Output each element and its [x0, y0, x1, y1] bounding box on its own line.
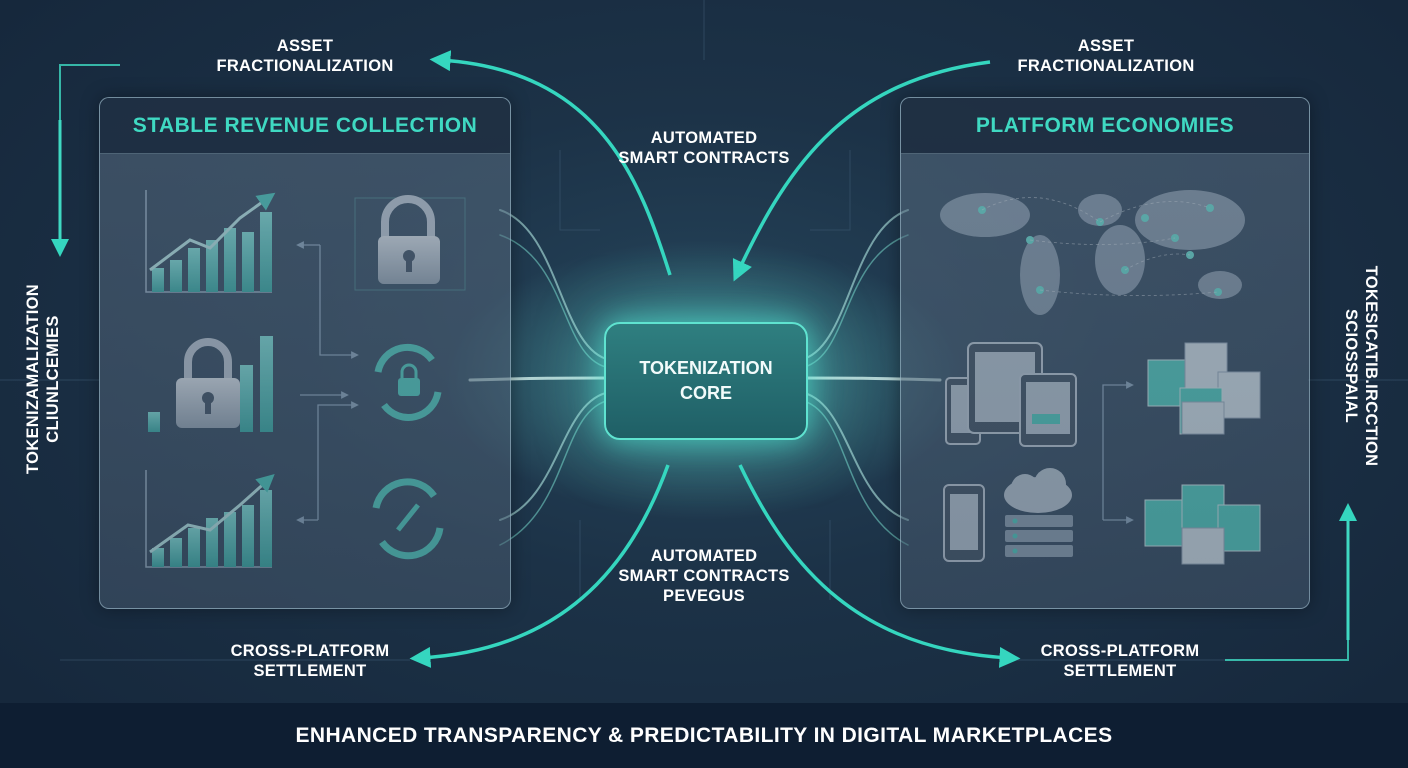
- arrow-core-to-top-left: [429, 50, 672, 276]
- label-center-bottom-line1: AUTOMATED: [650, 547, 758, 565]
- label-side-right-line1: TOKESICATIB.IRCCTION: [1362, 265, 1380, 467]
- label-center-top-line2: SMART CONTRACTS: [618, 149, 790, 167]
- label-center-top-line1: AUTOMATED: [650, 129, 758, 147]
- label-top-left-line2: FRACTIONALIZATION: [216, 57, 394, 75]
- label-top-right: ASSET FRACTIONALIZATION: [986, 36, 1226, 76]
- label-bottom-right-line2: SETTLEMENT: [1063, 662, 1177, 680]
- label-bottom-left-line2: SETTLEMENT: [253, 662, 367, 680]
- label-top-left-line1: ASSET: [276, 37, 334, 55]
- panel-title-right: PLATFORM ECONOMIES: [901, 98, 1309, 154]
- label-top-right-line1: ASSET: [1077, 37, 1135, 55]
- panel-stable-revenue-collection: STABLE REVENUE COLLECTION: [99, 97, 511, 609]
- label-side-left: TOKENIZAMALIZATION CLIUNLCEMIES: [23, 249, 63, 509]
- label-side-right: TOKESICATIB.IRCCTION SCIOSSPAIAL: [1341, 236, 1381, 496]
- label-side-left-line1: TOKENIZAMALIZATION: [24, 284, 42, 474]
- footer-text: ENHANCED TRANSPARENCY & PREDICTABILITY I…: [295, 723, 1113, 747]
- tokenization-core: TOKENIZATION CORE: [604, 322, 808, 440]
- label-top-left: ASSET FRACTIONALIZATION: [185, 36, 425, 76]
- label-center-bottom-line3: PEVEGUS: [663, 587, 745, 605]
- label-side-right-line2: SCIOSSPAIAL: [1342, 309, 1360, 423]
- label-center-top: AUTOMATED SMART CONTRACTS: [594, 128, 814, 168]
- label-bottom-right-line1: CROSS-PLATFORM: [1040, 642, 1200, 660]
- label-center-bottom-line2: SMART CONTRACTS: [618, 567, 790, 585]
- label-bottom-left-line1: CROSS-PLATFORM: [230, 642, 390, 660]
- arrow-core-to-bottom-left: [409, 464, 670, 668]
- label-bottom-left: CROSS-PLATFORM SETTLEMENT: [200, 641, 420, 681]
- core-label-line1: TOKENIZATION: [639, 358, 773, 378]
- label-center-bottom: AUTOMATED SMART CONTRACTS PEVEGUS: [594, 546, 814, 606]
- core-label-line2: CORE: [679, 383, 732, 403]
- flow-arrows: [409, 50, 1021, 668]
- panel-platform-economies: PLATFORM ECONOMIES: [900, 97, 1310, 609]
- label-top-right-line2: FRACTIONALIZATION: [1017, 57, 1195, 75]
- label-side-left-line2: CLIUNLCEMIES: [44, 315, 62, 443]
- arrow-core-to-bottom-right: [738, 464, 1021, 668]
- footer-banner: ENHANCED TRANSPARENCY & PREDICTABILITY I…: [0, 703, 1408, 768]
- label-bottom-right: CROSS-PLATFORM SETTLEMENT: [1010, 641, 1230, 681]
- panel-title-left: STABLE REVENUE COLLECTION: [100, 98, 510, 154]
- arrow-top-right-to-core: [732, 60, 991, 282]
